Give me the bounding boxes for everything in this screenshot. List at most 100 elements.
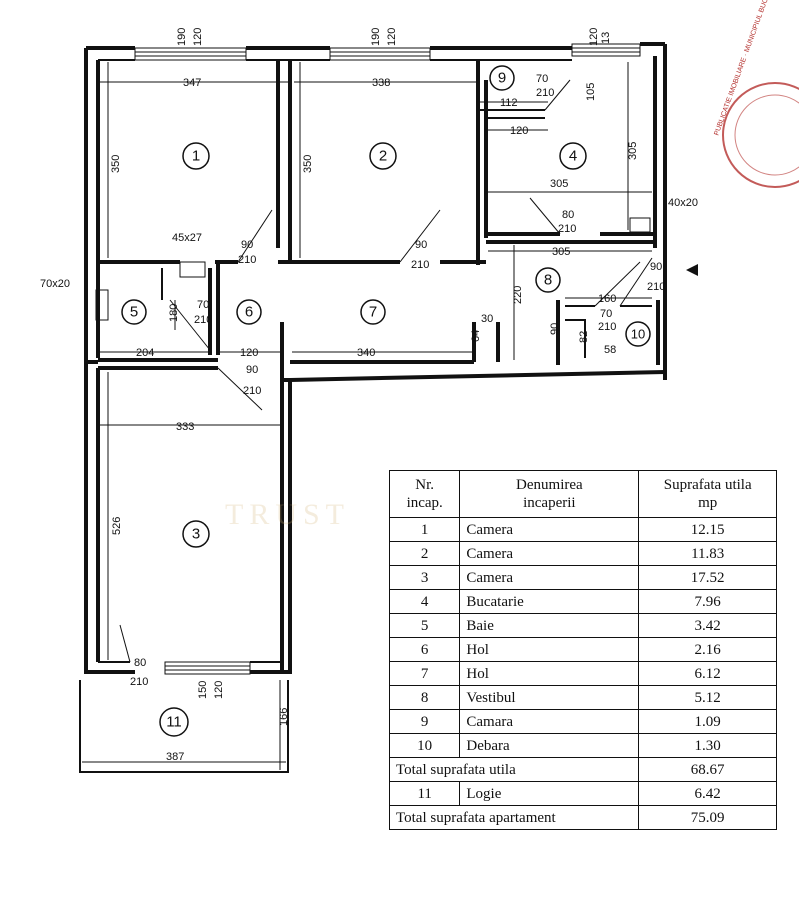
dim-d3-h: 210 <box>243 385 261 397</box>
row-area: 1.30 <box>638 733 777 758</box>
room-7-number: 7 <box>369 304 377 321</box>
header-nr-line2: incap. <box>406 495 443 511</box>
dim-r8-door: 90 <box>650 261 662 273</box>
room-1-number: 1 <box>192 148 200 165</box>
dim-d2: 90 <box>415 239 427 251</box>
room-8-number: 8 <box>544 272 552 289</box>
room-2-number: 2 <box>379 148 387 165</box>
row-nr: 3 <box>388 565 461 590</box>
dim-win3-150: 150 <box>197 681 209 699</box>
dim-w2: 338 <box>372 77 390 89</box>
room-5-number: 5 <box>130 304 138 321</box>
row-nr: 10 <box>388 733 461 758</box>
row-area: 3.42 <box>638 613 777 638</box>
logie-name: Logie <box>459 781 640 806</box>
row-name: Camara <box>459 709 640 734</box>
dim-r5-door-h: 210 <box>194 314 212 326</box>
dim-w3: 333 <box>176 421 194 433</box>
dim-top-120-a: 120 <box>192 28 204 46</box>
row-name: Hol <box>459 637 640 662</box>
room-10-number: 10 <box>631 327 645 342</box>
dim-r5-door: 70 <box>197 299 209 311</box>
dim-r9-105: 105 <box>585 83 597 101</box>
dim-corr-305: 305 <box>552 246 570 258</box>
row-name: Hol <box>459 661 640 686</box>
walls <box>79 42 667 773</box>
row-name: Camera <box>459 517 640 542</box>
room-6-number: 6 <box>245 304 253 321</box>
header-name-line2: incaperii <box>523 495 576 511</box>
dim-h11: 166 <box>278 708 290 726</box>
dim-h3: 526 <box>111 517 123 535</box>
dim-r4-120: 120 <box>510 125 528 137</box>
dim-r8-door-h: 210 <box>647 281 665 293</box>
dim-r4-h: 305 <box>627 142 639 160</box>
row-nr: 7 <box>388 661 461 686</box>
room-10-marker: 10 <box>625 321 651 347</box>
total-util-value: 68.67 <box>638 757 777 782</box>
row-area: 17.52 <box>638 565 777 590</box>
row-nr: 4 <box>388 589 461 614</box>
dim-w5: 204 <box>136 347 154 359</box>
entrance-arrow-icon <box>686 264 698 276</box>
header-name-line1: Denumirea <box>516 477 583 493</box>
dim-64: 64 <box>470 330 482 342</box>
header-area-line1: Suprafata utila <box>663 477 752 493</box>
watermark: TRUST <box>225 498 351 531</box>
row-nr: 5 <box>388 613 461 638</box>
row-area: 12.15 <box>638 517 777 542</box>
room-markers: 1 2 3 4 5 6 7 8 9 10 11 <box>121 65 651 737</box>
room-6-marker: 6 <box>236 299 262 325</box>
dim-r9-door: 70 <box>536 73 548 85</box>
dim-r10-160: 160 <box>598 293 616 305</box>
room-8-marker: 8 <box>535 267 561 293</box>
room-3-number: 3 <box>192 526 200 543</box>
logie-nr: 11 <box>388 781 461 806</box>
dimension-labels: 190 120 190 120 120 13 347 338 350 350 1… <box>40 28 698 763</box>
row-area: 11.83 <box>638 541 777 566</box>
room-4-number: 4 <box>569 148 577 165</box>
dim-w11: 387 <box>166 751 184 763</box>
dim-d2-h: 210 <box>411 259 429 271</box>
dimension-lines <box>82 62 652 770</box>
row-area: 1.09 <box>638 709 777 734</box>
row-nr: 9 <box>388 709 461 734</box>
dim-r9-door-h: 210 <box>536 87 554 99</box>
dim-w1: 347 <box>183 77 201 89</box>
dim-r10-door-h: 210 <box>598 321 616 333</box>
row-area: 5.12 <box>638 685 777 710</box>
room-5-marker: 5 <box>121 299 147 325</box>
room-11-number: 11 <box>166 714 182 731</box>
row-name: Vestibul <box>459 685 640 710</box>
room-9-marker: 9 <box>489 65 515 91</box>
row-name: Bucatarie <box>459 589 640 614</box>
dim-r4-vent: 40x20 <box>668 197 698 209</box>
dim-top-190-a: 190 <box>176 28 188 46</box>
room-2-marker: 2 <box>369 142 397 170</box>
dim-r10-90: 90 <box>549 323 561 335</box>
dim-top-190-b: 190 <box>370 28 382 46</box>
row-nr: 1 <box>388 517 461 542</box>
room-4-marker: 4 <box>559 142 587 170</box>
dim-top-13: 13 <box>600 32 612 44</box>
row-area: 2.16 <box>638 637 777 662</box>
row-nr: 6 <box>388 637 461 662</box>
dim-top-120-b: 120 <box>386 28 398 46</box>
room-7-marker: 7 <box>360 299 386 325</box>
row-area: 7.96 <box>638 589 777 614</box>
room-1-marker: 1 <box>182 142 210 170</box>
dim-h1: 350 <box>110 155 122 173</box>
dim-r8-220: 220 <box>512 286 524 304</box>
dim-r10-door: 70 <box>600 308 612 320</box>
